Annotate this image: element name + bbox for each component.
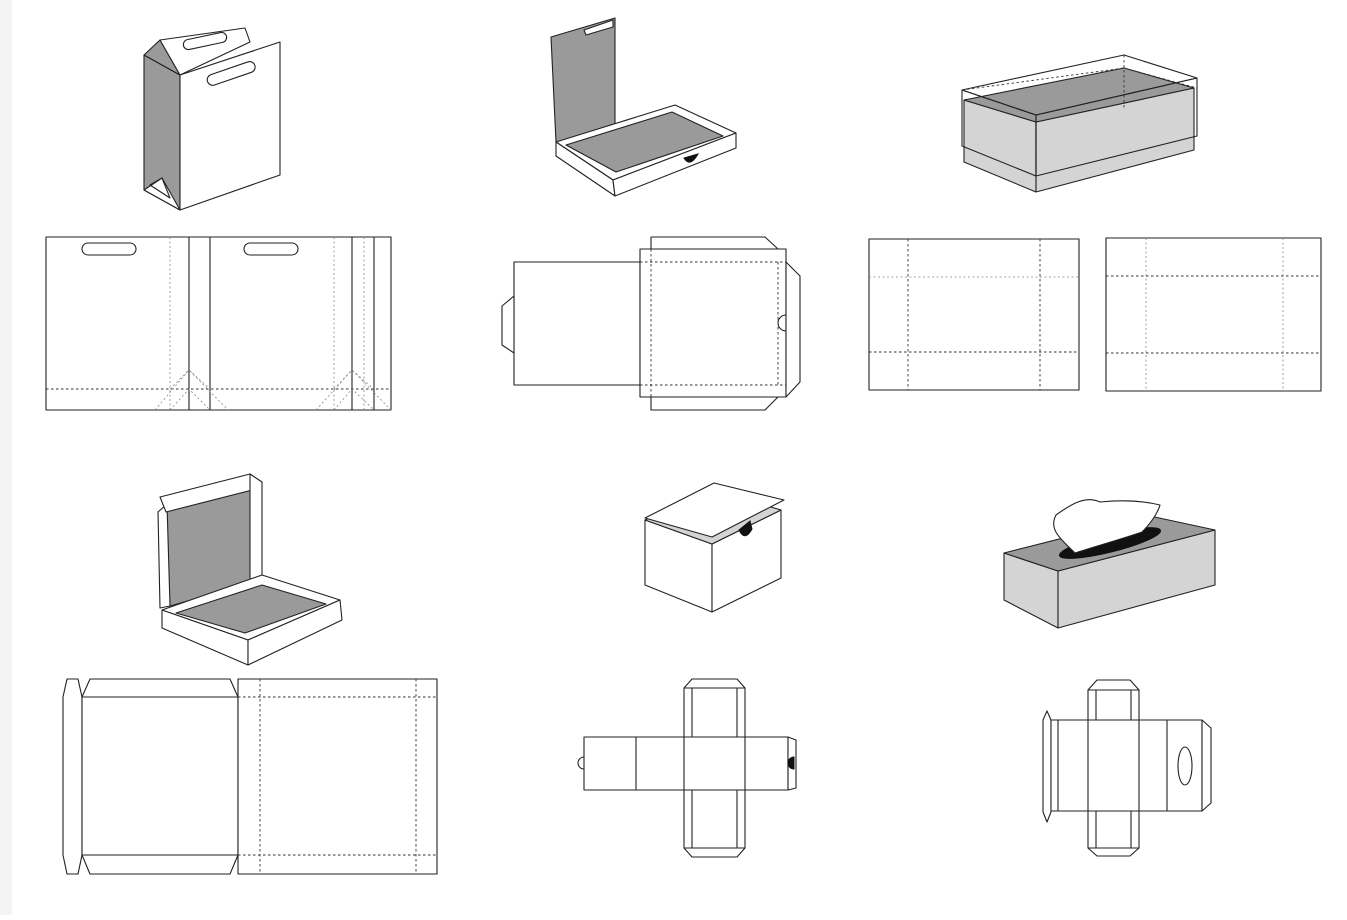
pizza-box-3d	[157, 473, 343, 666]
tissue-box-dieline	[1042, 679, 1212, 857]
lid-and-tray-box-3d	[961, 54, 1198, 193]
tissue-box-3d	[1003, 499, 1216, 629]
tray-dieline	[1105, 237, 1322, 392]
mailer-box-3d	[550, 17, 737, 197]
mailer-box-dieline	[501, 236, 801, 411]
lid-dieline	[868, 238, 1080, 391]
left-edge-strip	[0, 0, 12, 915]
shopping-bag-3d	[143, 27, 281, 211]
cube-box-3d	[644, 482, 785, 613]
pizza-box-dieline	[62, 678, 438, 875]
cube-box-dieline	[577, 678, 797, 858]
shopping-bag-dieline	[45, 236, 392, 411]
